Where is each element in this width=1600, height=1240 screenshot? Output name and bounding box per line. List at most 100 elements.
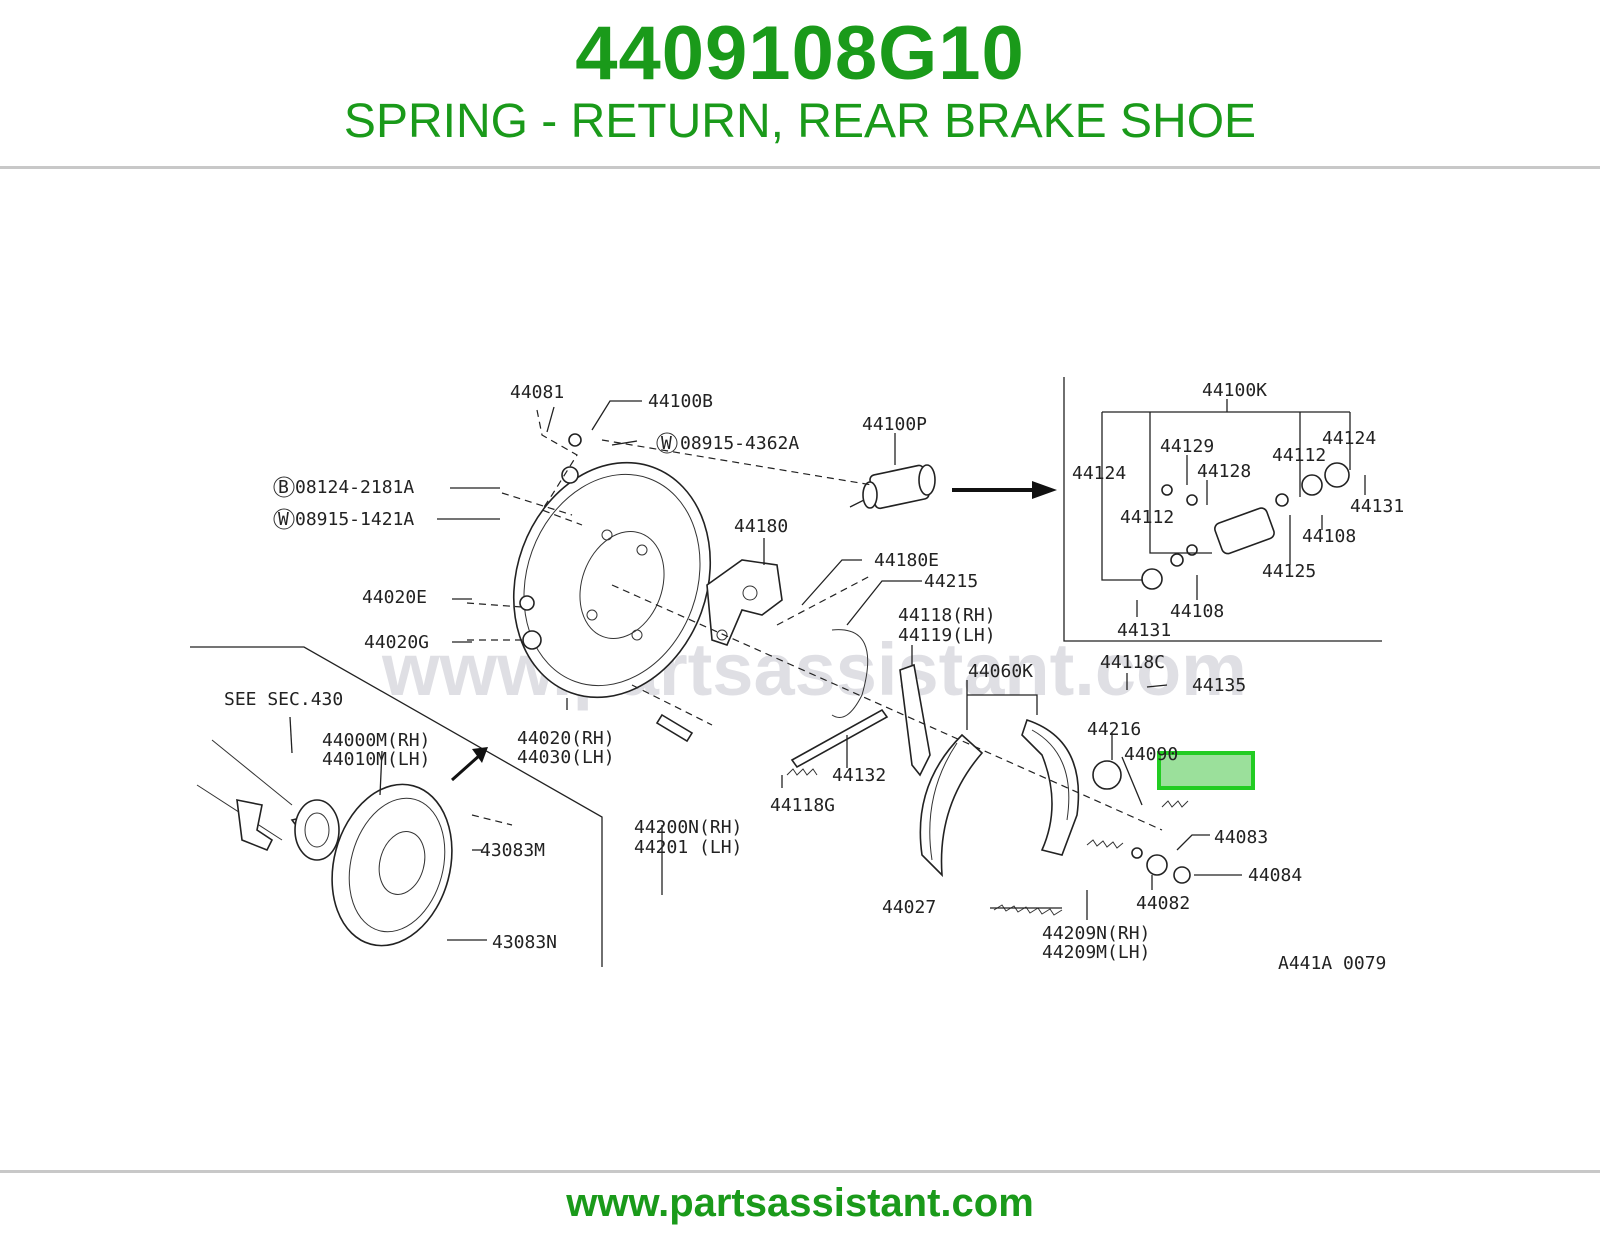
label-44180E: 44180E xyxy=(874,550,939,571)
highlight-box-44091[interactable] xyxy=(1157,751,1255,790)
label-44081: 44081 xyxy=(510,382,564,403)
header-divider xyxy=(0,166,1600,169)
inset-arrow xyxy=(952,481,1057,499)
hold-down-washer xyxy=(1131,847,1143,859)
label-44108-b: 44108 xyxy=(1302,526,1356,547)
explode-line-1 xyxy=(536,409,583,526)
hold-down-cup xyxy=(1146,854,1168,876)
label-44118C: 44118C xyxy=(1100,652,1165,673)
circle-w-text-2: W xyxy=(661,433,672,454)
label-44100K: 44100K xyxy=(1202,380,1267,401)
leader-44135 xyxy=(1146,684,1168,688)
axle-section-frame xyxy=(190,646,603,967)
label-44020-RH: 44020(RH) xyxy=(517,728,615,749)
label-44112-a: 44112 xyxy=(1272,445,1326,466)
adjuster-strut xyxy=(790,708,889,769)
label-44201-LH: 44201 (LH) xyxy=(634,837,742,858)
explode-line-9 xyxy=(471,814,513,826)
inset-cylinder-parts xyxy=(1141,462,1350,590)
brake-drum-assembly xyxy=(196,739,453,947)
explode-line-2 xyxy=(601,439,873,486)
label-44083: 44083 xyxy=(1214,827,1268,848)
label-44215: 44215 xyxy=(924,571,978,592)
leader-44083 xyxy=(1176,834,1210,851)
label-44090: 44090 xyxy=(1124,744,1178,765)
figure-code: A441A 0079 xyxy=(1278,953,1386,974)
lower-return-spring xyxy=(993,904,1063,916)
explode-line-7 xyxy=(631,684,713,726)
label-44060K: 44060K xyxy=(968,661,1033,682)
label-08124-2181A: 08124-2181A xyxy=(295,477,414,498)
leader-44215 xyxy=(846,580,922,626)
label-44125: 44125 xyxy=(1262,561,1316,582)
circle-w-text-1: W xyxy=(278,509,289,530)
inset-frame xyxy=(1063,377,1382,642)
leader-44081 xyxy=(546,406,555,433)
label-44027: 44027 xyxy=(882,897,936,918)
assembly-arrow xyxy=(451,747,488,782)
label-44084: 44084 xyxy=(1248,865,1302,886)
explode-line-6 xyxy=(611,584,1163,831)
inset-leader-tree xyxy=(1101,399,1351,581)
parking-brake-lever xyxy=(831,629,931,777)
leader-44060K xyxy=(966,680,1038,730)
hold-down-pin xyxy=(655,713,694,743)
label-44200N-RH: 44200N(RH) xyxy=(634,817,742,838)
explode-line-4 xyxy=(466,602,523,608)
adjuster-spring xyxy=(786,768,818,776)
diagram-canvas: www.partsassistant.com xyxy=(190,377,1404,974)
label-44020G: 44020G xyxy=(364,632,429,653)
footer-divider xyxy=(0,1170,1600,1173)
hold-down-retainer xyxy=(1173,866,1191,884)
label-44100B: 44100B xyxy=(648,391,713,412)
part-number-title: 4409108G10 xyxy=(575,11,1025,96)
label-44000M-RH: 44000M(RH) xyxy=(322,730,430,751)
circle-w-marker-1 xyxy=(273,508,295,530)
label-44216: 44216 xyxy=(1087,719,1141,740)
label-44118RH: 44118(RH) xyxy=(898,605,996,626)
label-44124-a: 44124 xyxy=(1072,463,1126,484)
label-44112-b: 44112 xyxy=(1120,507,1174,528)
circle-b-marker xyxy=(273,476,295,498)
label-08915-1421A: 08915-1421A xyxy=(295,509,414,530)
circle-b-text: B xyxy=(278,477,289,498)
leader-see-sec xyxy=(289,716,293,754)
washer xyxy=(568,433,582,447)
label-44135: 44135 xyxy=(1192,675,1246,696)
explode-line-3 xyxy=(501,492,573,516)
part-description: SPRING - RETURN, REAR BRAKE SHOE xyxy=(343,95,1257,148)
label-44119LH: 44119(LH) xyxy=(898,625,996,646)
label-44180: 44180 xyxy=(734,516,788,537)
adjuster-cap xyxy=(1092,760,1122,790)
grommet xyxy=(522,630,542,650)
bolt-head xyxy=(561,466,579,484)
exploded-parts-diagram: www.partsassistant.com xyxy=(182,335,1418,1010)
brake-shoe-rear xyxy=(1021,718,1080,856)
label-08915-4362A: 08915-4362A xyxy=(680,433,799,454)
label-44108-a: 44108 xyxy=(1170,601,1224,622)
label-43083M: 43083M xyxy=(480,840,545,861)
label-44030-LH: 44030(LH) xyxy=(517,747,615,768)
leader-44090 xyxy=(1121,756,1143,806)
label-44131-a: 44131 xyxy=(1117,620,1171,641)
brake-shoe-front xyxy=(919,733,984,878)
shoe-hold-spring xyxy=(1086,839,1124,849)
label-44010M-LH: 44010M(LH) xyxy=(322,749,430,770)
footer-url[interactable]: www.partsassistant.com xyxy=(566,1181,1034,1225)
label-44132: 44132 xyxy=(832,765,886,786)
label-44129: 44129 xyxy=(1160,436,1214,457)
label-44118G: 44118G xyxy=(770,795,835,816)
wheel-cylinder xyxy=(849,464,936,510)
page-header: 4409108G10 SPRING - RETURN, REAR BRAKE S… xyxy=(0,0,1600,170)
plug xyxy=(519,595,535,611)
anchor-plate xyxy=(706,559,783,646)
label-44128: 44128 xyxy=(1197,461,1251,482)
label-44124-b: 44124 xyxy=(1322,428,1376,449)
backing-plate xyxy=(512,461,712,699)
label-43083N: 43083N xyxy=(492,932,557,953)
label-see-sec-430: SEE SEC.430 xyxy=(224,689,343,710)
leader-08915-4362A xyxy=(611,440,638,446)
leader-44180E xyxy=(801,559,862,606)
label-44131-b: 44131 xyxy=(1350,496,1404,517)
label-44082: 44082 xyxy=(1136,893,1190,914)
